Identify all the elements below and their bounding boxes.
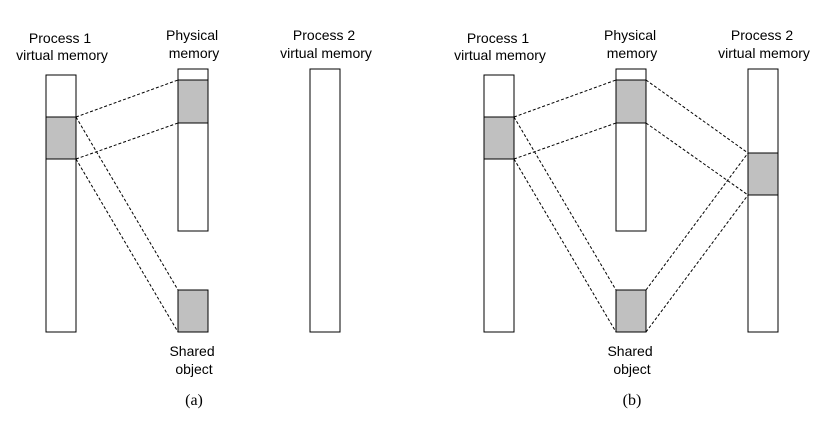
panel-b-process2-label-line1: Process 2 xyxy=(731,27,793,43)
panel-a-physical-label-line1: Physical xyxy=(166,27,218,43)
panel-b-shared-label-line2: object xyxy=(613,361,650,377)
panel-a-process1-shared-region xyxy=(45,116,77,160)
panel-b-physical-label-line1: Physical xyxy=(604,27,656,43)
panel-b-shared-object-label: Shared object xyxy=(607,343,656,377)
panel-b-mapping-line xyxy=(645,194,749,333)
panel-a-process2-label: Process 2 virtual memory xyxy=(280,27,372,61)
panel-a-shared-label-line1: Shared xyxy=(169,343,214,359)
panel-a-process1-label: Process 1 virtual memory xyxy=(16,30,108,63)
panel-b-process2-label-line2: virtual memory xyxy=(718,45,810,61)
panel-b-physical-shared-region xyxy=(615,79,647,124)
panel-a-process1-label-line1: Process 1 xyxy=(29,30,91,46)
panel-b-mapping-line xyxy=(513,116,617,291)
panel-a-process2-label-line1: Process 2 xyxy=(293,27,355,43)
panel-a-shared-object-label: Shared object xyxy=(169,343,218,377)
panel-b-process1-shared-region xyxy=(483,116,515,160)
panel-b-process1-label: Process 1 virtual memory xyxy=(454,30,546,63)
panel-a-process1-vm-column xyxy=(45,74,77,333)
panel-b-caption: (b) xyxy=(623,392,642,409)
panel-b-mapping-line xyxy=(645,122,749,196)
panel-b: Process 1 virtual memory Physical memory… xyxy=(454,27,810,409)
panel-a-mapping-line xyxy=(75,116,179,291)
panel-a-mapping-line xyxy=(75,79,179,118)
panel-b-shared-label-line1: Shared xyxy=(607,343,652,359)
panel-b-physical-memory-label: Physical memory xyxy=(604,27,660,61)
panel-a-process2-label-line2: virtual memory xyxy=(280,45,372,61)
panel-a-caption: (a) xyxy=(185,392,203,409)
panel-a-shared-object-box xyxy=(177,289,209,333)
panel-b-process1-label-line2: virtual memory xyxy=(454,47,546,63)
panel-a-mapping-line xyxy=(75,158,179,333)
panel-a-mapping-line xyxy=(75,122,179,160)
panel-b-process2-label: Process 2 virtual memory xyxy=(718,27,810,61)
panel-b-mapping-line xyxy=(513,79,617,118)
panel-b-process2-vm-column xyxy=(747,68,779,333)
panel-b-mapping-line xyxy=(645,79,749,154)
panel-b-process1-vm-column xyxy=(483,74,515,333)
panel-a-process2-vm-column xyxy=(309,68,341,333)
panel-a-physical-label-line2: memory xyxy=(169,45,220,61)
panel-b-mapping-line xyxy=(513,158,617,333)
panel-b-process1-label-line1: Process 1 xyxy=(467,30,529,46)
panel-a-shared-label-line2: object xyxy=(175,361,212,377)
panel-b-mapping-line xyxy=(645,152,749,291)
panel-b-process2-shared-region xyxy=(747,152,779,196)
panel-b-physical-label-line2: memory xyxy=(607,45,658,61)
panel-a-process1-label-line2: virtual memory xyxy=(16,47,108,63)
panel-a-physical-memory-label: Physical memory xyxy=(166,27,222,61)
panel-b-mapping-line xyxy=(513,122,617,160)
panel-a-physical-shared-region xyxy=(177,79,209,124)
panel-b-shared-object-box xyxy=(615,289,647,333)
panel-a: Process 1 virtual memory Physical memory… xyxy=(16,27,372,409)
